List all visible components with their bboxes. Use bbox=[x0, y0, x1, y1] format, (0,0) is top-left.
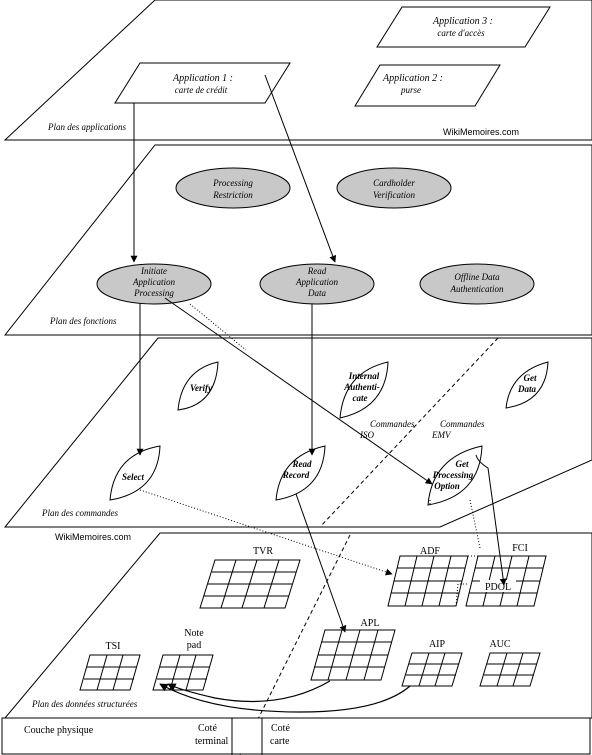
internal-authenticate-line3: cate bbox=[353, 393, 368, 403]
note-pad-grid bbox=[152, 654, 214, 691]
application-1-subtitle: carte de crédit bbox=[175, 85, 228, 95]
get-data-line2: Data bbox=[517, 384, 537, 394]
data-plane bbox=[3, 532, 592, 719]
fci-label: FCI bbox=[512, 543, 528, 554]
processing-restriction-line2: Restriction bbox=[212, 190, 253, 200]
functions-plane-label: Plan des fonctions bbox=[49, 316, 117, 326]
aip-label: AIP bbox=[429, 639, 446, 650]
auc-label: AUC bbox=[489, 639, 510, 650]
read-record-leaf bbox=[275, 445, 326, 501]
tsi-label: TSI bbox=[106, 641, 121, 652]
arrow-gpo-to-pdol bbox=[475, 454, 507, 586]
physical-layer-box bbox=[1, 717, 591, 755]
application-1-box bbox=[114, 62, 291, 104]
initiate-line3: Processing bbox=[133, 288, 174, 298]
card-side-line2: carte bbox=[270, 736, 290, 747]
aip-grid bbox=[401, 652, 463, 687]
note-pad-line1: Note bbox=[184, 628, 204, 639]
application-1-title: Application 1 : bbox=[172, 73, 233, 84]
select-leaf bbox=[109, 445, 161, 501]
tsi-grid bbox=[79, 654, 141, 691]
applications-plane-label: Plan des applications bbox=[47, 122, 126, 132]
adf-label: ADF bbox=[420, 546, 440, 557]
arrow-read-record-to-apl bbox=[295, 493, 347, 633]
terminal-side-line1: Coté bbox=[198, 723, 217, 734]
tvr-label: TVR bbox=[253, 546, 273, 557]
physical-layer-label: Couche physique bbox=[24, 725, 94, 736]
gpo-line2: Processing bbox=[433, 470, 474, 480]
internal-authenticate-leaf bbox=[339, 361, 389, 419]
arrow-app1-to-read-data bbox=[264, 74, 337, 263]
pdol-label: PDOL bbox=[485, 582, 511, 593]
terminal-card-divider bbox=[319, 337, 499, 528]
apl-label: APL bbox=[361, 618, 380, 629]
offline-data-line1: Offline Data bbox=[454, 272, 500, 282]
arrow-aip-to-note-pad bbox=[159, 683, 411, 713]
terminal-side-line2: terminal bbox=[195, 736, 229, 747]
read-application-data-line3: Data bbox=[307, 288, 327, 298]
internal-authenticate-line2: Authenti- bbox=[343, 382, 380, 392]
apl-grid bbox=[310, 629, 396, 681]
application-3-box bbox=[376, 6, 551, 48]
offline-data-authentication-ellipse bbox=[419, 263, 535, 305]
tvr-grid bbox=[199, 559, 301, 609]
commands-plane bbox=[3, 337, 592, 528]
auc-grid bbox=[479, 652, 541, 687]
get-data-leaf bbox=[505, 361, 549, 409]
commandes-emv-line1: Commandes bbox=[440, 419, 485, 429]
arrow-apl-to-note-pad bbox=[167, 680, 331, 703]
get-data-line1: Get bbox=[524, 373, 537, 383]
pdol-label-bg bbox=[480, 580, 516, 592]
note-pad-line2: pad bbox=[187, 640, 201, 651]
watermark-top: WikiMemoires.com bbox=[443, 127, 519, 137]
application-3-subtitle: carte d'accès bbox=[437, 28, 485, 38]
cardholder-verification-ellipse bbox=[336, 167, 452, 209]
arrow-initiate-to-gpo bbox=[164, 297, 433, 485]
gpo-line3: Option bbox=[434, 481, 460, 491]
commandes-iso-line2: ISO bbox=[359, 430, 374, 440]
processing-restriction-line1: Processing bbox=[212, 178, 253, 188]
adf-grid bbox=[387, 555, 469, 607]
initiate-application-processing-ellipse bbox=[96, 263, 212, 305]
application-2-subtitle: purse bbox=[400, 85, 421, 95]
read-application-data-line2: Application bbox=[295, 277, 338, 287]
gpo-line1: Get bbox=[456, 459, 469, 469]
watermark-middle: WikiMemoires.com bbox=[55, 532, 131, 542]
read-application-data-ellipse bbox=[259, 263, 375, 305]
get-processing-option-leaf bbox=[427, 445, 483, 506]
cardholder-verification-line2: Verification bbox=[373, 190, 415, 200]
select-label: Select bbox=[122, 472, 144, 482]
application-2-title: Application 2 : bbox=[382, 73, 443, 84]
application-2-box bbox=[354, 64, 501, 107]
functions-plane bbox=[3, 144, 592, 336]
commandes-emv-line2: EMV bbox=[431, 430, 452, 440]
data-plane-label: Plan des données structurées bbox=[31, 699, 138, 709]
dotted-initiate-to-commands bbox=[189, 303, 247, 351]
offline-data-line2: Authentication bbox=[450, 284, 504, 294]
initiate-line2: Application bbox=[132, 277, 175, 287]
applications-plane bbox=[3, 0, 592, 141]
dotted-gpo-to-fci bbox=[469, 499, 481, 549]
verify-leaf bbox=[177, 361, 219, 411]
read-record-line1: Read bbox=[292, 459, 312, 469]
verify-label: Verify bbox=[190, 383, 213, 393]
dotted-select-to-adf bbox=[139, 489, 393, 576]
cardholder-verification-line1: Cardholder bbox=[373, 178, 415, 188]
commands-plane-label: Plan des commandes bbox=[41, 508, 118, 518]
internal-authenticate-line1: Internal bbox=[348, 371, 380, 381]
initiate-line1: Initiate bbox=[140, 266, 167, 276]
read-record-line2: Record bbox=[282, 470, 310, 480]
commandes-iso-line1: Commandes bbox=[370, 419, 415, 429]
processing-restriction-ellipse bbox=[175, 167, 291, 209]
card-side-line1: Coté bbox=[271, 723, 290, 734]
read-application-data-line1: Read bbox=[307, 266, 327, 276]
application-3-title: Application 3 : bbox=[432, 16, 493, 27]
